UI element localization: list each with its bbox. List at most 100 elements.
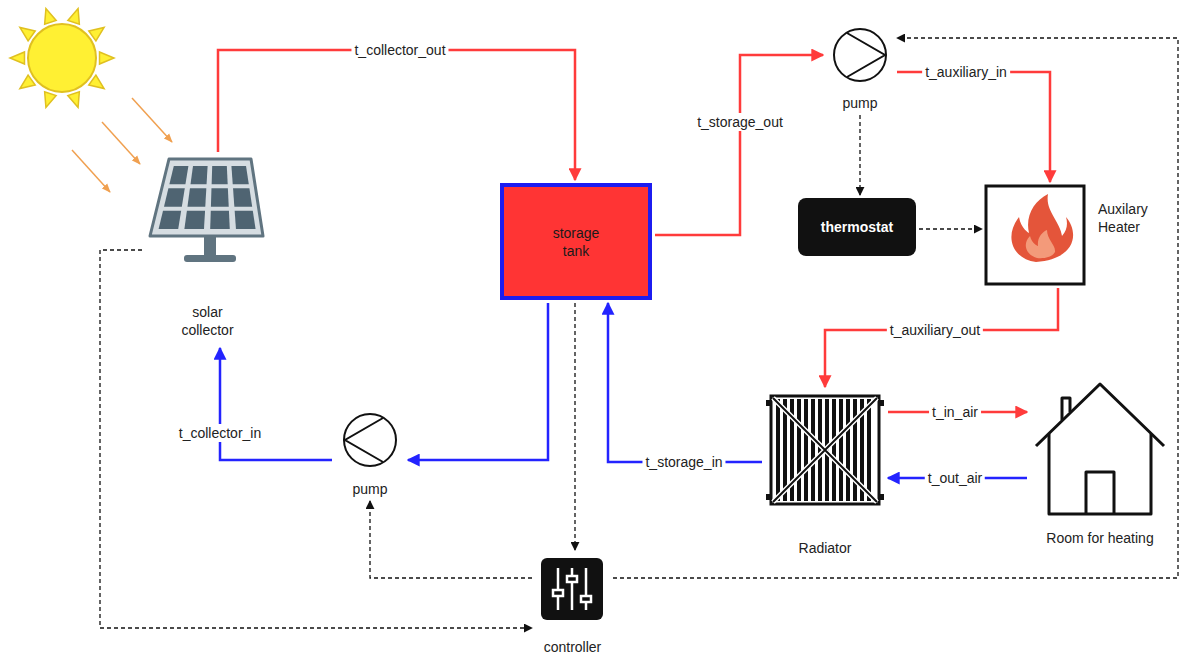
pipe-connector [655,55,823,235]
room: Room for heating [1030,378,1170,550]
node-label: thermostat [821,218,893,236]
signal-name: t_auxiliary_in [922,63,1010,81]
radiator-fin [776,399,780,501]
panel-cells [159,166,256,229]
house-walls [1049,434,1151,514]
node-label: storage tank [541,224,611,260]
radiator-cross [773,398,877,502]
controller: controller [535,553,610,658]
slider-knob [581,596,591,602]
signal-name: t_storage_out [694,113,786,131]
panel-cell [169,166,188,184]
solar-panel-icon [150,159,263,262]
node-label: solar collector [168,303,248,339]
pipe-connector [825,288,1058,387]
signal-connector [859,115,860,195]
pump-symbol [834,29,886,81]
pump: pump [826,27,894,112]
radiator-valve [878,494,884,500]
signal-connector [370,501,532,578]
sun-disc [28,24,96,92]
panel-cell [210,211,230,229]
pipe-connector [408,303,548,460]
pipe-connector [888,477,1027,480]
pump-circle [834,29,886,81]
house-chimney [1062,398,1070,420]
radiator-fin [839,399,843,501]
thermostat-box: thermostat [798,198,916,256]
pipe-connector [888,411,1027,414]
radiator-fin [818,399,822,501]
signal-name: t_storage_in [642,453,725,471]
signal-name: t_in_air [929,403,981,421]
signal-connector [613,38,1178,578]
auxiliary-heater: Auxilary Heater [985,185,1168,285]
panel-cell [184,211,205,229]
node-label: controller [535,638,610,656]
sun-rays-arrows [72,98,172,192]
pipe-connector [608,303,762,462]
panel-cell [159,211,182,229]
panel-cell [235,211,256,229]
light-ray [72,150,110,192]
pump: pump [335,410,405,498]
node-label: pump [335,480,405,498]
radiator-frame [771,396,879,504]
pipe-connector [220,348,332,460]
sun-ray [68,92,80,108]
node-label: pump [826,94,894,112]
sun-ray [68,9,80,25]
node-label: Room for heating [1030,529,1170,547]
heater-box [986,186,1084,284]
signal-name: t_collector_in [176,424,265,442]
panel-cell [212,166,228,184]
radiator-fin [853,399,857,501]
signal-name: t_out_air [925,469,985,487]
panel-cell [187,188,206,206]
panel-base [184,255,236,262]
storage-tank: storage tank [500,183,652,300]
panel-cell [233,188,252,206]
pipe-connector [218,50,575,180]
sun-icon [10,9,114,108]
signal-name: t_collector_out [351,41,448,59]
signal-connector [919,228,982,229]
flame [1011,194,1073,262]
sun-ray [10,52,24,64]
pump-triangle [847,33,885,77]
radiator-cross-halo [773,398,877,502]
sun-ray [45,92,57,108]
radiator-fin [832,399,836,501]
house-icon [1036,384,1164,514]
light-ray [102,122,140,164]
panel-cell [211,188,229,206]
controller-body [541,558,603,620]
panel-frame [150,159,263,236]
house-roof [1036,384,1164,446]
sun-ray [100,52,114,64]
pump-circle [344,414,396,466]
pipe-connector [897,72,1050,182]
panel-post [204,236,216,256]
light-ray [132,98,172,142]
slider-track [585,568,588,610]
controller-icon [541,558,603,620]
heater-icon [986,186,1084,284]
radiator-fin [804,399,808,501]
solar-collector: solar collector [145,155,270,345]
radiator-valve [766,400,772,406]
pump-symbol [344,414,396,466]
slider-track [571,568,574,610]
panel-cell [231,166,248,184]
radiator-valve [878,400,884,406]
radiator-fin [846,399,850,501]
radiator-fin [867,399,871,501]
radiator-fin [811,399,815,501]
radiator: Radiator [765,390,885,558]
node-label: Auxilary Heater [1098,200,1166,236]
radiator-fin [797,399,801,501]
pump-triangle [345,418,383,462]
panel-cell [164,188,185,206]
signal-name: t_auxiliary_out [887,321,983,339]
